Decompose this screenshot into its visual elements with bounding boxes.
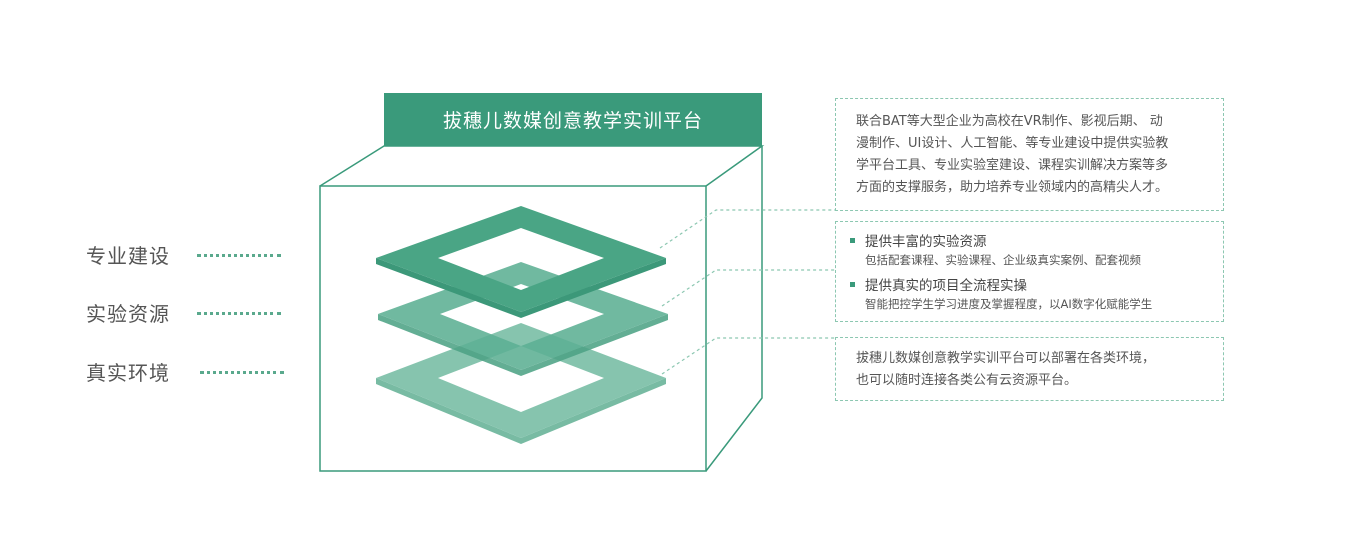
intro-line: 方面的支撑服务，助力培养专业领域内的高精尖人才。 <box>856 180 1169 195</box>
intro-line: 学平台工具、专业实验室建设、课程实训解决方案等多 <box>856 158 1169 173</box>
connectors <box>659 209 835 375</box>
resource-item-detail: 包括配套课程、实验课程、企业级真实案例、配套视频 <box>865 253 1141 267</box>
layer-bottom <box>376 323 666 444</box>
label-real-environment: 真实环境 <box>86 361 170 385</box>
resource-item: 提供丰富的实验资源 <box>850 230 1209 250</box>
intro-line: 漫制作、UI设计、人工智能、等专业建设中提供实验教 <box>856 136 1169 151</box>
intro-box: 联合BAT等大型企业为高校在VR制作、影视后期、 动 漫制作、UI设计、人工智能… <box>835 98 1224 211</box>
leader-dots-professional <box>197 254 281 257</box>
resource-item-detail: 智能把控学生学习进度及掌握程度，以AI数字化赋能学生 <box>865 297 1153 311</box>
environment-line: 也可以随时连接各类公有云资源平台。 <box>856 373 1078 388</box>
platform-title: 拔穗儿数媒创意教学实训平台 <box>442 110 703 132</box>
resource-item: 提供真实的项目全流程实操 <box>850 274 1209 294</box>
resources-box: 提供丰富的实验资源 包括配套课程、实验课程、企业级真实案例、配套视频 提供真实的… <box>835 221 1224 322</box>
platform-title-banner: 拔穗儿数媒创意教学实训平台 <box>384 93 762 146</box>
bullet-square-icon <box>850 281 855 287</box>
intro-line: 联合BAT等大型企业为高校在VR制作、影视后期、 动 <box>856 114 1163 129</box>
resource-item-title: 提供丰富的实验资源 <box>865 234 987 250</box>
cube-outline <box>319 145 765 472</box>
environment-box: 拔穗儿数媒创意教学实训平台可以部署在各类环境， 也可以随时连接各类公有云资源平台… <box>835 337 1224 401</box>
environment-line: 拔穗儿数媒创意教学实训平台可以部署在各类环境， <box>856 351 1156 366</box>
layer-top <box>376 206 666 318</box>
bullet-square-icon <box>850 237 855 243</box>
label-experiment-resources: 实验资源 <box>86 302 170 326</box>
leader-dots-resources <box>197 312 281 315</box>
layer-top-ring <box>376 206 666 312</box>
layer-bottom-ring <box>376 323 666 438</box>
cube-top-edges <box>319 145 765 187</box>
leader-dots-environment <box>200 371 284 374</box>
cube-side-edges <box>705 146 763 472</box>
label-professional-construction: 专业建设 <box>86 244 170 268</box>
resource-item-title: 提供真实的项目全流程实操 <box>865 278 1027 294</box>
connector-bottom <box>661 337 835 375</box>
connector-middle <box>661 269 835 307</box>
connector-top <box>659 209 835 249</box>
